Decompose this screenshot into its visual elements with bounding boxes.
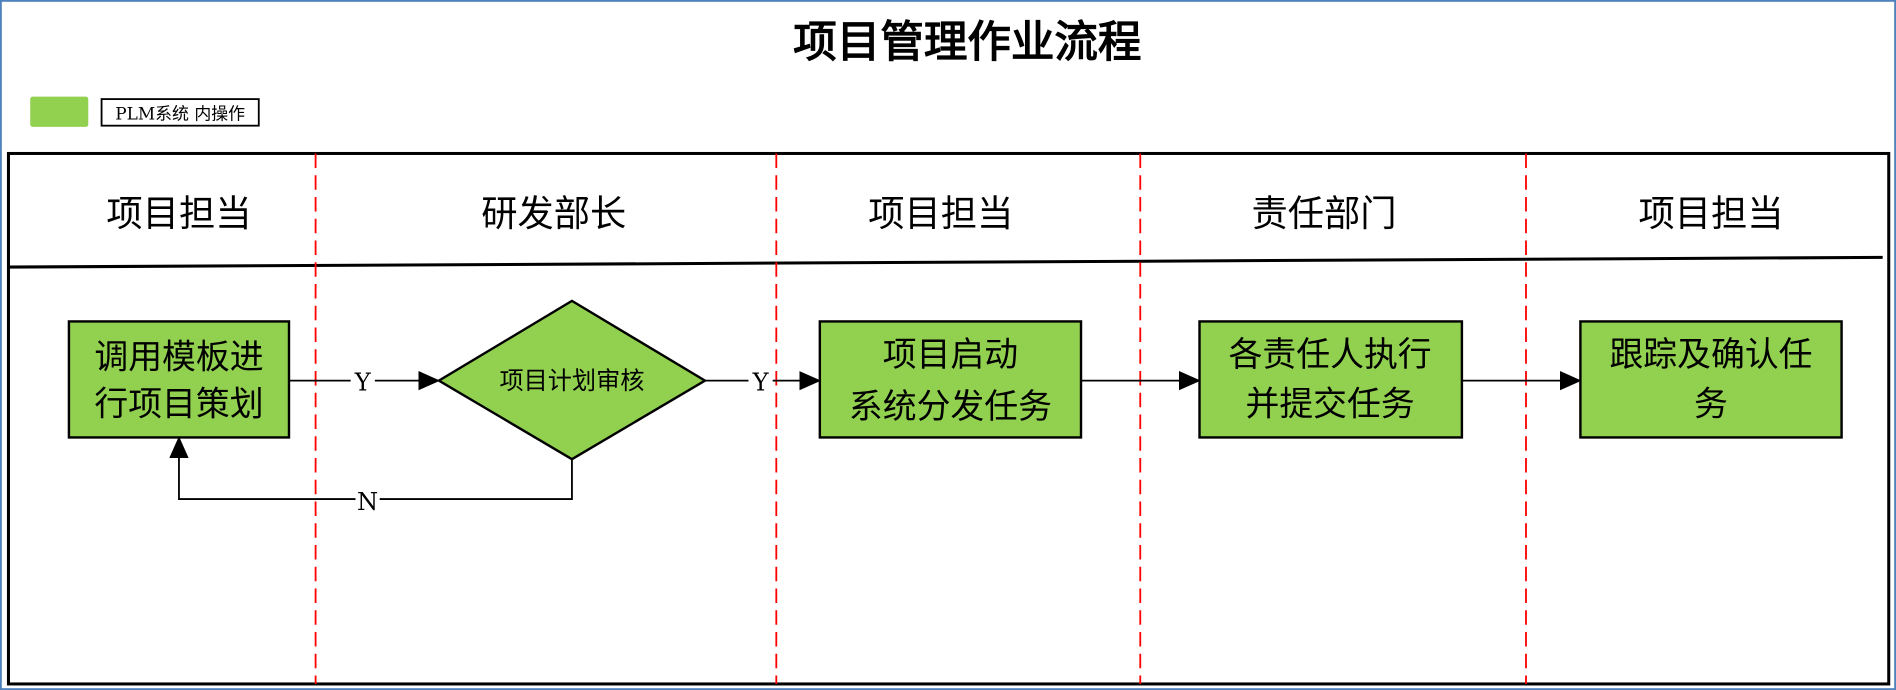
node-text: 调用模板进 bbox=[94, 338, 263, 377]
swimlane-frame bbox=[6, 151, 1891, 686]
node-text: 并提交任务 bbox=[1246, 385, 1415, 424]
legend-swatch bbox=[30, 96, 89, 127]
lane-dividers bbox=[314, 153, 1527, 684]
page-title: 项目管理作业流程 bbox=[793, 17, 1141, 68]
edge-label-no: N bbox=[357, 488, 378, 516]
edge-label-yes: Y bbox=[752, 368, 770, 396]
legend-label: PLM系统 内操作 bbox=[115, 104, 245, 124]
node-execute: 各责任人执行 并提交任务 bbox=[1198, 320, 1464, 439]
node-track: 跟踪及确认任 务 bbox=[1579, 320, 1843, 439]
node-text: 项目启动 bbox=[883, 335, 1018, 374]
node-launch: 项目启动 系统分发任务 bbox=[818, 320, 1083, 439]
node-plan: 调用模板进 行项目策划 bbox=[67, 320, 291, 439]
node-text: 务 bbox=[1694, 385, 1728, 424]
lane-header: 项目担当 bbox=[1638, 192, 1783, 235]
edge-label-yes: Y bbox=[354, 368, 372, 396]
lane-header: 责任部门 bbox=[1252, 192, 1397, 235]
node-text: 行项目策划 bbox=[94, 385, 263, 424]
lane-header: 项目担当 bbox=[868, 192, 1013, 235]
decision-review: 项目计划审核 bbox=[436, 299, 708, 461]
node-text: 系统分发任务 bbox=[849, 387, 1052, 426]
decision-text: 项目计划审核 bbox=[499, 367, 644, 395]
lane-header: 项目担当 bbox=[106, 192, 251, 235]
node-text: 各责任人执行 bbox=[1229, 335, 1432, 374]
legend-box bbox=[100, 98, 260, 127]
header-divider bbox=[8, 255, 1883, 269]
node-text: 跟踪及确认任 bbox=[1609, 335, 1812, 374]
lane-header: 研发部长 bbox=[481, 192, 626, 235]
